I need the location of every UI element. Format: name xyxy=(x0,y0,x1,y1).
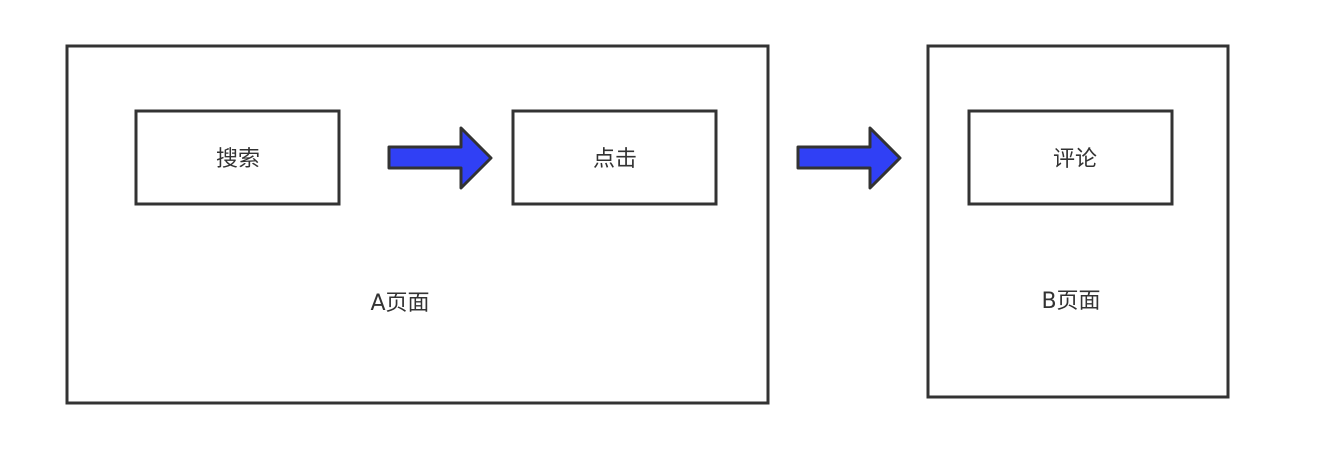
page-b-box xyxy=(926,44,1230,399)
arrow-right-icon xyxy=(796,126,902,190)
search-step-box xyxy=(134,109,341,206)
comment-step-box xyxy=(967,109,1174,206)
search-step-label: 搜索 xyxy=(216,147,260,172)
arrow-right-icon xyxy=(387,126,493,190)
page-b-label: B页面 xyxy=(1041,289,1100,314)
click-step-box xyxy=(511,109,718,206)
comment-step-label: 评论 xyxy=(1053,147,1097,172)
click-step-label: 点击 xyxy=(593,147,637,172)
page-a-label: A页面 xyxy=(370,291,429,316)
page-a-box xyxy=(65,44,770,405)
